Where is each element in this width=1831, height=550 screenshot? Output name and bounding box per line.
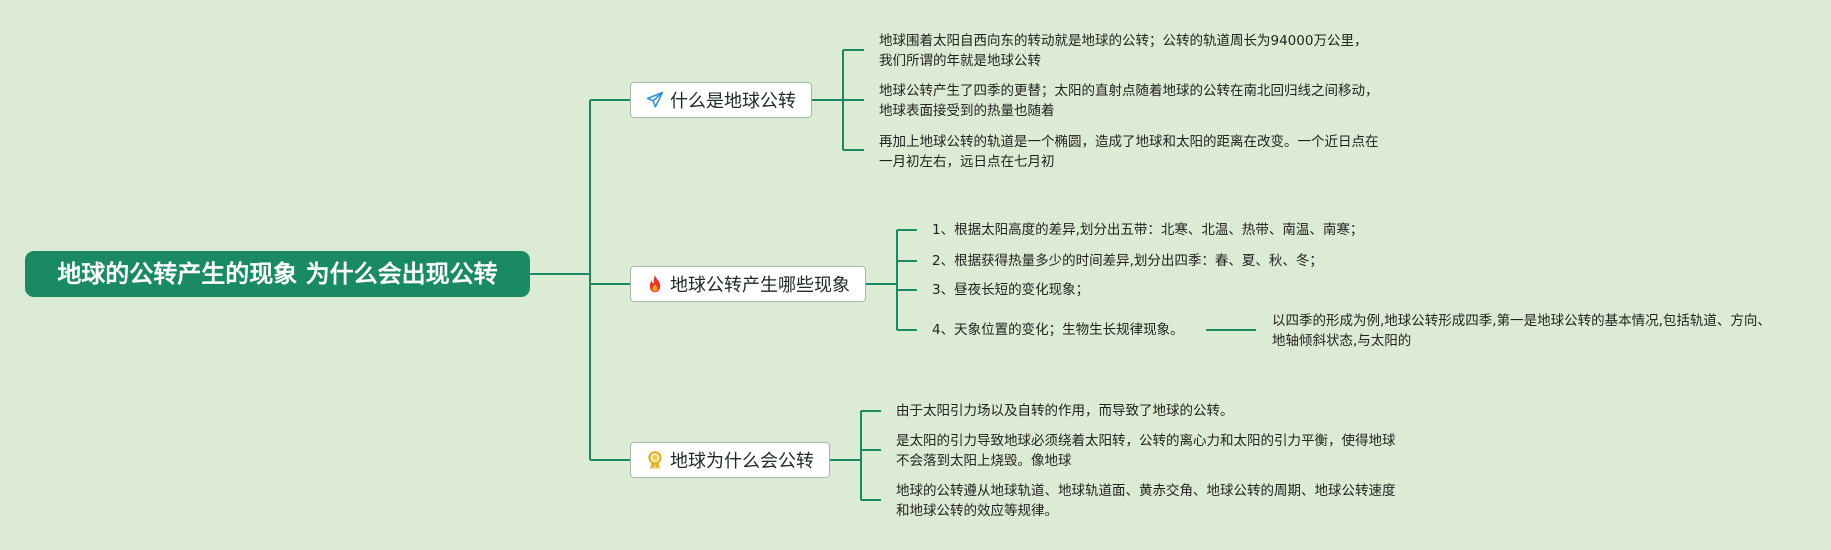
branch-why-revolution[interactable]: 地球为什么会公转 xyxy=(630,442,830,478)
sub-leaf-item: 以四季的形成为例,地球公转形成四季,第一是地球公转的基本情况,包括轨道、方向、地… xyxy=(1272,313,1771,349)
root-topic[interactable]: 地球的公转产生的现象 为什么会出现公转 xyxy=(25,251,530,297)
leaf-item: 再加上地球公转的轨道是一个椭圆，造成了地球和太阳的距离在改变。一个近日点在一月初… xyxy=(879,134,1379,170)
leaf-item: 3、昼夜长短的变化现象； xyxy=(932,282,1090,298)
leaf-item: 4、天象位置的变化；生物生长规律现象。 xyxy=(932,322,1184,338)
award-ribbon-icon xyxy=(648,451,662,470)
leaf-item: 由于太阳引力场以及自转的作用，而导致了地球的公转。 xyxy=(896,403,1234,419)
branch-label: 什么是地球公转 xyxy=(670,91,796,112)
branch-label: 地球为什么会公转 xyxy=(670,451,814,472)
branch-what-is-revolution[interactable]: 什么是地球公转 xyxy=(630,82,812,118)
branch-phenomena[interactable]: 地球公转产生哪些现象 xyxy=(630,266,866,302)
fire-icon xyxy=(649,275,661,293)
leaf-item: 1、根据太阳高度的差异,划分出五带：北寒、北温、热带、南温、南寒； xyxy=(932,222,1364,238)
leaf-item: 2、根据获得热量多少的时间差异,划分出四季：春、夏、秋、冬； xyxy=(932,253,1323,269)
leaf-item: 地球公转产生了四季的更替；太阳的直射点随着地球的公转在南北回归线之间移动，地球表… xyxy=(879,83,1379,119)
leaf-item: 是太阳的引力导致地球必须绕着太阳转，公转的离心力和太阳的引力平衡，使得地球不会落… xyxy=(896,433,1396,469)
leaf-item: 地球的公转遵从地球轨道、地球轨道面、黄赤交角、地球公转的周期、地球公转速度和地球… xyxy=(896,483,1396,519)
branch-label: 地球公转产生哪些现象 xyxy=(670,275,850,296)
leaf-item: 地球围着太阳自西向东的转动就是地球的公转；公转的轨道周长为94000万公里，我们… xyxy=(879,33,1368,69)
paper-plane-icon xyxy=(646,91,664,108)
